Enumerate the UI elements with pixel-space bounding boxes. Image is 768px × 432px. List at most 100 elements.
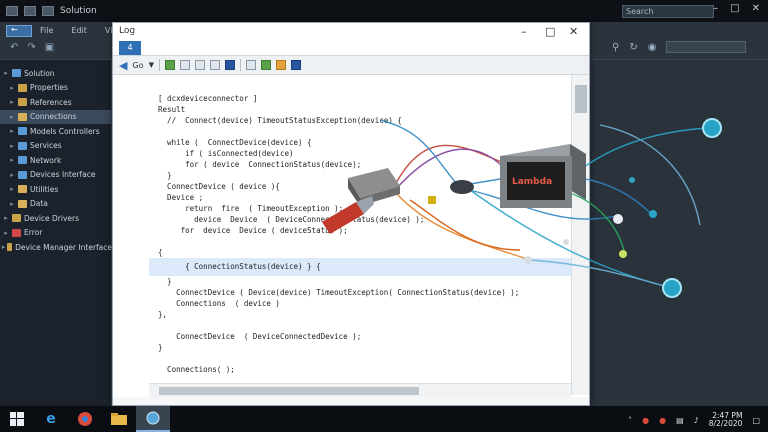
code-line[interactable]: for ( device ConnectionStatus(device); xyxy=(149,160,362,169)
volume-icon[interactable]: ♪ xyxy=(693,415,699,425)
save-icon[interactable]: ▣ xyxy=(44,42,55,53)
code-line[interactable]: if ( isConnected(device) xyxy=(149,149,294,158)
ide-start-button[interactable]: ← xyxy=(6,25,32,37)
antivirus-icon[interactable]: ● xyxy=(642,415,650,425)
code-line[interactable]: }, xyxy=(149,310,168,319)
expand-arrow-icon[interactable]: ▸ xyxy=(10,199,14,208)
open-icon[interactable] xyxy=(179,60,190,70)
editor-minimize-icon[interactable]: – xyxy=(521,25,527,38)
code-line[interactable]: Result xyxy=(149,105,186,114)
code-line[interactable]: [ dcxdeviceconnector ] xyxy=(149,94,258,103)
expand-arrow-icon[interactable]: ▸ xyxy=(10,185,14,193)
folder-icon xyxy=(12,228,21,237)
maximize-icon[interactable]: □ xyxy=(730,3,740,14)
notifications-icon[interactable]: □ xyxy=(752,415,760,425)
print-icon[interactable] xyxy=(209,60,220,70)
code-line[interactable]: Connections( ); xyxy=(149,365,235,374)
new-file-icon[interactable] xyxy=(164,60,175,70)
editor-maximize-icon[interactable]: □ xyxy=(545,25,556,38)
expand-arrow-icon[interactable]: ▸ xyxy=(10,127,14,135)
code-line[interactable]: Connections ( device ) xyxy=(149,299,280,308)
folder-icon xyxy=(12,214,21,222)
editor-active-tab[interactable]: 4 xyxy=(119,41,141,55)
alert-icon[interactable]: ● xyxy=(659,415,667,425)
highlighted-code-line[interactable]: { ConnectionStatus(device) } { xyxy=(149,258,571,276)
expand-arrow-icon[interactable]: ▸ xyxy=(10,170,14,179)
run-icon[interactable] xyxy=(260,60,271,70)
code-line[interactable]: Device ; xyxy=(149,193,204,202)
settings-icon[interactable] xyxy=(290,60,301,70)
edge-browser-button[interactable]: e xyxy=(34,406,68,432)
ide-search-input[interactable]: Search xyxy=(622,5,714,18)
code-line[interactable]: } xyxy=(149,277,172,286)
vertical-scroll-thumb[interactable] xyxy=(575,85,587,113)
solution-tree-item[interactable]: ▸ Error xyxy=(0,226,112,240)
ide-save-icon[interactable] xyxy=(24,6,36,16)
cut-icon[interactable] xyxy=(245,60,256,70)
solution-tree-item[interactable]: ▸Models Controllers xyxy=(0,124,112,138)
code-line[interactable]: while ( ConnectDevice(device) { xyxy=(149,138,312,147)
dropdown-icon[interactable]: ▼ xyxy=(148,61,154,69)
code-line[interactable]: ConnectDevice ( device ){ xyxy=(149,182,280,191)
ide-toolbar-field[interactable] xyxy=(666,41,747,53)
windows-logo-icon xyxy=(10,412,24,426)
minimize-icon[interactable]: – xyxy=(713,3,719,14)
expand-arrow-icon[interactable]: ▸ xyxy=(1,243,6,251)
solution-tree-item[interactable]: ▸Utilities xyxy=(0,182,112,196)
active-app-button[interactable] xyxy=(136,406,170,432)
solution-tree-item[interactable]: ▸References xyxy=(0,95,112,109)
expand-arrow-icon[interactable]: ▸ xyxy=(4,69,8,77)
solution-tree-item[interactable]: ▸Network xyxy=(0,153,112,167)
solution-tree-item[interactable]: ▸Properties xyxy=(0,81,112,95)
ide-menu-item[interactable]: File xyxy=(40,26,54,35)
horizontal-scrollbar[interactable] xyxy=(149,383,571,397)
solution-tree-item[interactable]: ▸Device Manager Interface xyxy=(0,240,112,254)
expand-arrow-icon[interactable]: ▸ xyxy=(10,83,14,92)
chrome-button[interactable] xyxy=(68,406,102,432)
code-line[interactable]: ConnectDevice ( Device(device) TimeoutEx… xyxy=(149,288,520,297)
network-icon[interactable]: ▤ xyxy=(676,415,684,425)
code-line[interactable]: } xyxy=(149,171,172,180)
expand-arrow-icon[interactable]: ▸ xyxy=(10,112,14,121)
folder-icon xyxy=(18,112,27,121)
solution-tree-item[interactable]: ▸Services xyxy=(0,139,112,153)
close-icon[interactable]: ✕ xyxy=(751,3,760,14)
expand-arrow-icon[interactable]: ▸ xyxy=(10,141,14,150)
solution-tree-item[interactable]: ▸Connections xyxy=(0,109,112,124)
chevron-up-icon[interactable]: ˄ xyxy=(628,415,633,425)
save-file-icon[interactable] xyxy=(194,60,205,70)
code-line[interactable]: } xyxy=(149,343,163,352)
solution-tree-label: Devices Interface xyxy=(30,170,96,179)
solution-tree-item[interactable]: ▸ Devices Interface xyxy=(0,168,112,182)
refresh-icon[interactable]: ↻ xyxy=(629,41,638,53)
solution-tree-item[interactable]: ▸Device Drivers xyxy=(0,211,112,225)
expand-arrow-icon[interactable]: ▸ xyxy=(10,98,14,106)
code-editor[interactable]: [ dcxdeviceconnector ] Result // Connect… xyxy=(149,75,571,381)
expand-arrow-icon[interactable]: ▸ xyxy=(4,228,8,237)
folder-icon[interactable] xyxy=(275,60,286,70)
horizontal-scroll-thumb[interactable] xyxy=(159,387,419,395)
solution-tree-item[interactable]: ▸Data xyxy=(0,197,112,211)
ide-undo-icon[interactable] xyxy=(42,6,54,16)
code-line[interactable]: ConnectDevice ( DeviceConnectedDevice ); xyxy=(149,332,362,341)
find-icon[interactable]: ⚲ xyxy=(612,41,620,53)
clock[interactable]: 2:47 PM 8/2/2020 xyxy=(709,412,743,428)
editor-close-icon[interactable]: ✕ xyxy=(569,25,579,38)
forward-icon[interactable]: ↷ xyxy=(27,42,36,53)
folder-icon xyxy=(6,243,13,251)
expand-arrow-icon[interactable]: ▸ xyxy=(10,156,14,164)
solution-tree-label: Error xyxy=(24,228,43,237)
code-line[interactable]: { xyxy=(149,248,163,257)
back-arrow-icon[interactable]: ◀ xyxy=(119,58,128,72)
file-explorer-button[interactable] xyxy=(102,406,136,432)
expand-arrow-icon[interactable]: ▸ xyxy=(4,214,8,222)
solution-tree-item[interactable]: ▸Solution xyxy=(0,66,112,80)
back-button-label[interactable]: Go xyxy=(132,60,144,70)
vertical-scrollbar[interactable] xyxy=(571,75,589,395)
build-icon[interactable] xyxy=(224,60,235,70)
ide-menu-item[interactable]: Edit xyxy=(71,26,87,35)
back-icon[interactable]: ↶ xyxy=(10,42,19,53)
folder-icon xyxy=(18,141,27,150)
globe-icon[interactable]: ◉ xyxy=(647,41,657,53)
start-button[interactable] xyxy=(0,406,34,432)
